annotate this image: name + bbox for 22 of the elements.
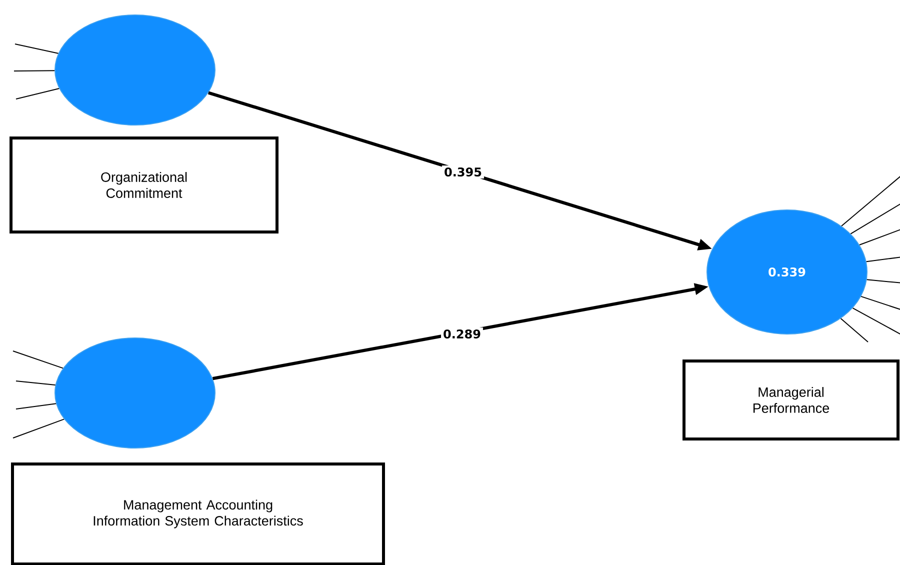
label-box: Organizational Commitment (10, 136, 278, 234)
indicator-line (14, 70, 56, 72)
label-box: Management Accounting Information System Characteristics (11, 462, 385, 565)
latent-variable-ellipse (54, 14, 216, 126)
indicator-line (866, 256, 900, 262)
label-box: Managerial Performance (682, 359, 900, 440)
edge-label: 0.289 (441, 327, 483, 341)
indicator-line (850, 202, 900, 234)
indicator-line (16, 380, 56, 386)
indicator-line (12, 350, 64, 369)
latent-variable-ellipse (54, 337, 216, 448)
indicator-line (860, 296, 900, 310)
indicator-line (12, 418, 65, 438)
indicator-line (840, 318, 868, 342)
indicator-line (841, 174, 900, 226)
indicator-line (14, 44, 59, 54)
indicator-line (852, 308, 900, 336)
indicator-line (866, 279, 900, 284)
edge-label: 0.395 (442, 165, 484, 179)
indicator-line (859, 228, 900, 246)
indicator-line (16, 403, 56, 410)
indicator-line (16, 88, 60, 100)
